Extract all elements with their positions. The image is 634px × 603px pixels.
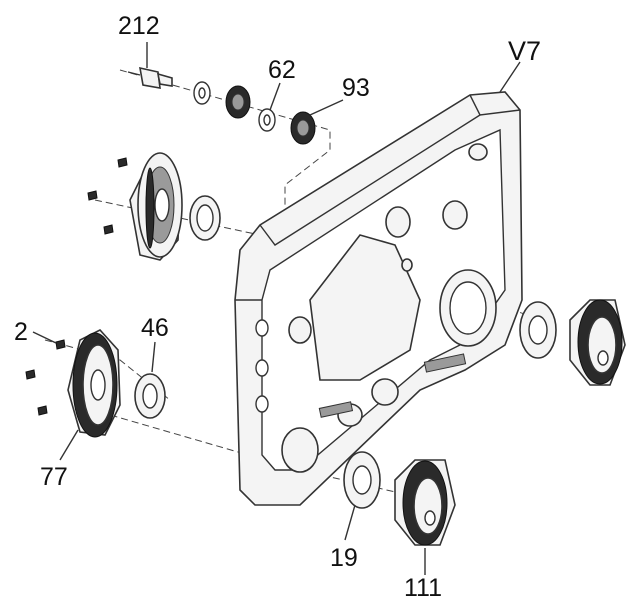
pulley-upper-left: [129, 152, 183, 261]
spacer-19: [343, 451, 381, 541]
screws-lower-left: [25, 339, 66, 416]
label-62: 62: [268, 56, 296, 84]
label-111: 111: [404, 574, 443, 602]
pulley-111: [394, 459, 456, 575]
bolt-212: [127, 42, 173, 89]
washer-62: [258, 82, 281, 132]
label-93: 93: [342, 74, 370, 102]
label-77: 77: [40, 463, 68, 491]
label-212: 212: [118, 12, 160, 40]
bearing-93: [290, 99, 344, 145]
screws-upper-left: [87, 157, 128, 235]
leader-2: [32, 331, 57, 344]
label-v7: V7: [508, 36, 542, 66]
housing-v7: [234, 91, 523, 506]
spacer-right: [519, 301, 557, 359]
label-19: 19: [330, 544, 358, 572]
leader-v7: [499, 61, 521, 93]
label-46: 46: [141, 314, 169, 342]
washer-upper: [193, 81, 211, 105]
bearing-upper: [225, 85, 251, 119]
spacer-upper: [189, 195, 221, 241]
pulley-77: [59, 329, 121, 461]
pulley-right: [569, 299, 626, 386]
label-2: 2: [14, 318, 28, 346]
spacer-46: [134, 341, 166, 419]
